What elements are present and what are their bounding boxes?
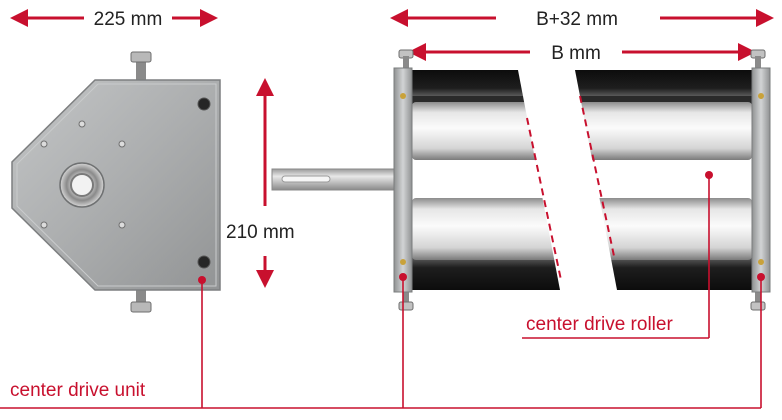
roller-callout-line bbox=[522, 171, 713, 339]
dimension-210-arrow bbox=[256, 78, 274, 288]
overall-width-label: B+32 mm bbox=[536, 9, 618, 30]
center-drive-roller-label: center drive roller bbox=[526, 314, 673, 335]
belt-width-label: B mm bbox=[551, 43, 601, 64]
roller-assembly bbox=[393, 49, 771, 311]
dimension-225-arrow bbox=[10, 9, 218, 27]
unit-callout-lines bbox=[0, 273, 765, 409]
center-drive-unit-label: center drive unit bbox=[10, 380, 146, 401]
drive-shaft bbox=[271, 168, 395, 191]
height-210-label: 210 mm bbox=[226, 222, 295, 243]
dimension-b32-arrow bbox=[390, 9, 774, 27]
center-drive-unit-plate bbox=[11, 51, 221, 313]
dimension-b-arrow bbox=[408, 43, 756, 61]
width-225-label: 225 mm bbox=[94, 9, 163, 30]
